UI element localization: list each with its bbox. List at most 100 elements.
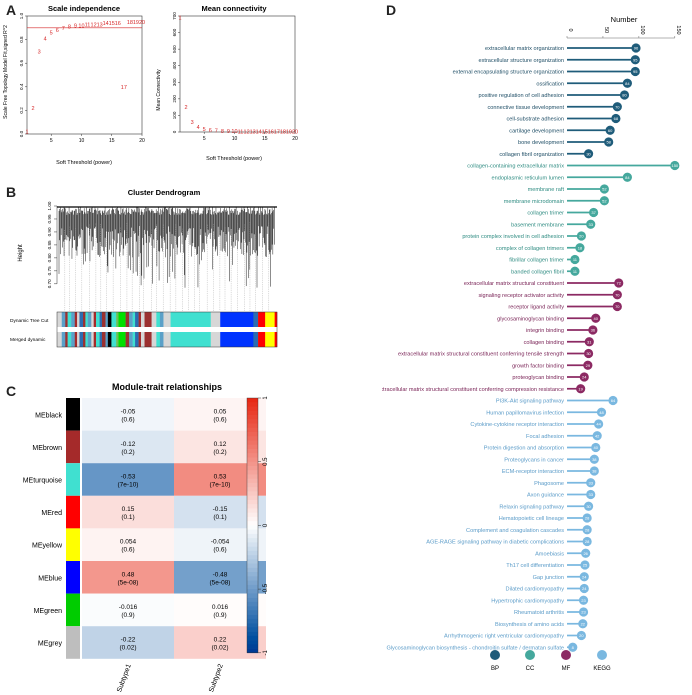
term-label: bone development	[518, 140, 564, 146]
color-legend-step	[247, 487, 258, 492]
term-dot	[605, 125, 615, 135]
mean-connectivity-point: 11	[238, 129, 244, 135]
tree-cut-color-segment	[101, 312, 106, 327]
term-dot	[582, 536, 592, 547]
term-dot	[581, 548, 591, 558]
color-legend-step	[247, 606, 258, 611]
term-label: membrane microdomain	[504, 199, 564, 205]
term-label: extracellular matrix organization	[485, 46, 564, 52]
tree-cut-color-segment	[111, 312, 117, 327]
heatmap-cell-corr: -0.48	[213, 571, 228, 578]
merged-color-segment	[129, 332, 133, 347]
term-label: Phagosome	[534, 481, 564, 487]
term-dot	[575, 243, 585, 253]
panel-a-chart: Scale independence Soft Threshold (power…	[3, 4, 298, 166]
dendrogram-ytick-label: 0.70	[47, 279, 52, 288]
term-dot	[586, 489, 596, 500]
tree-cut-color-segment	[91, 312, 94, 327]
heatmap-cell	[82, 430, 174, 464]
heatmap-cell-corr: -0.054	[211, 539, 230, 546]
term-label: Biosynthesis of amino acids	[495, 622, 564, 628]
term-count: 37	[591, 210, 596, 215]
term-dot	[588, 207, 599, 218]
tree-cut-color-segment	[116, 312, 119, 327]
dendrogram-title: Cluster Dendrogram	[128, 188, 201, 197]
tree-cut-color-segment	[170, 312, 211, 327]
number-axis-tick-label: 100	[639, 25, 645, 34]
color-legend-step	[247, 398, 258, 403]
merged-color-segment	[135, 332, 139, 347]
color-legend-step	[247, 559, 258, 564]
module-trait-title: Module-trait relationships	[112, 383, 222, 392]
mean-connectivity-xtick-label: 15	[262, 136, 268, 142]
mean-connectivity-point: 7	[215, 129, 218, 135]
tree-cut-color-segment	[140, 312, 145, 327]
term-count: 70	[615, 104, 620, 109]
module-color-swatch	[66, 495, 80, 529]
module-color-swatch	[66, 528, 80, 561]
tree-cut-color-segment	[65, 312, 68, 327]
heatmap-cell	[82, 561, 174, 594]
tree-cut-color-segment	[144, 312, 152, 327]
dendrogram-ytick-label: 0.95	[47, 214, 52, 223]
term-count: 28	[585, 527, 590, 532]
term-label: cartilage development	[509, 128, 564, 134]
term-count: 60	[608, 128, 613, 133]
heatmap-cell-corr: -0.22	[121, 637, 136, 644]
merged-color-segment	[93, 332, 97, 347]
term-dot	[612, 290, 622, 300]
term-dot	[591, 442, 601, 453]
color-legend-step	[247, 614, 258, 620]
heatmap-row-label: MEturquoise	[23, 478, 62, 485]
term-dot	[596, 407, 607, 417]
color-legend-tick-label: -0.5	[263, 583, 269, 594]
heatmap-cell-corr: 0.53	[214, 474, 227, 481]
term-count: 52	[602, 187, 607, 192]
heatmap-column-label: Subtype2	[208, 663, 225, 693]
tree-cut-color-segment	[253, 312, 259, 327]
term-count: 70	[615, 304, 620, 309]
term-dot	[579, 572, 589, 582]
term-label: Axon guidance	[527, 493, 564, 499]
color-legend-step	[247, 635, 258, 641]
dendrogram-ytick-label: 1.00	[47, 201, 52, 210]
term-dot	[614, 278, 624, 288]
term-label: PI3K-Akt signaling pathway	[496, 399, 564, 405]
scale-independence-ytick-label: 0.6	[19, 60, 24, 67]
tree-cut-color-segment	[93, 312, 97, 327]
mean-connectivity-frame	[179, 15, 296, 133]
term-label: collagen-containing extracellular matrix	[467, 164, 564, 170]
mean-connectivity-point: 12	[244, 129, 250, 135]
heatmap-cell-p: (0.6)	[121, 416, 134, 423]
scale-independence-point: 17	[121, 85, 127, 91]
mean-connectivity-point: 1	[178, 16, 181, 22]
heatmap-cell-corr: 0.48	[122, 571, 135, 578]
term-label: Relaxin signaling pathway	[499, 504, 564, 510]
mean-connectivity-point: 15	[262, 130, 268, 136]
merged-color-segment	[258, 332, 266, 347]
tree-cut-color-segment	[71, 312, 75, 327]
color-legend-tick-label: 1	[263, 396, 269, 400]
term-count: 23	[581, 610, 586, 615]
term-count: 33	[588, 222, 593, 227]
term-count: 11	[573, 269, 578, 274]
merged-color-segment	[105, 332, 109, 347]
scale-independence-point: 1	[25, 130, 28, 136]
color-legend-step	[247, 618, 258, 624]
color-legend-step	[247, 457, 258, 462]
scale-independence-point: 3	[38, 49, 41, 55]
term-label: endoplasmic reticulum lumen	[492, 175, 564, 181]
term-dot	[612, 102, 622, 112]
number-axis-tick-label: 50	[603, 27, 609, 33]
scale-independence-point: 11	[85, 22, 91, 28]
term-dot	[583, 360, 593, 370]
term-dot	[576, 231, 586, 241]
merged-color-segment	[85, 332, 88, 347]
heatmap-cell-p: (0.02)	[120, 645, 137, 652]
scale-independence-point: 18	[127, 20, 133, 26]
scale-independence-xtick-label: 5	[50, 138, 53, 144]
term-label: collagen trimer	[527, 211, 564, 217]
color-legend-step	[247, 589, 258, 594]
color-legend-step	[247, 521, 258, 526]
term-dot	[583, 501, 594, 511]
